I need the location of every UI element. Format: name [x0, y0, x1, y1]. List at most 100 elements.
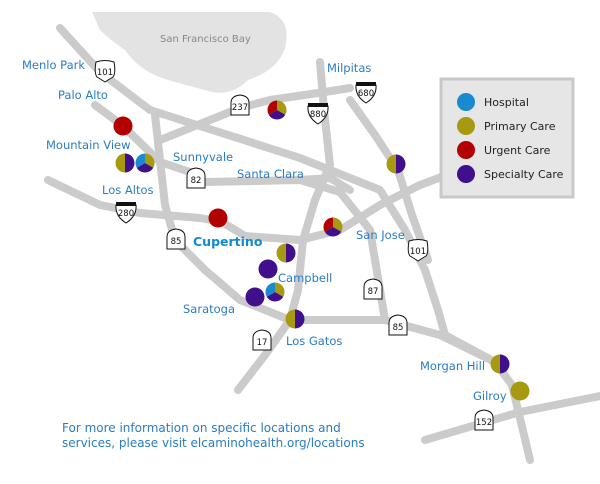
specialty-marker — [258, 259, 278, 279]
road-152 — [421, 392, 600, 444]
primary-slice — [333, 217, 343, 232]
footer-line-1: For more information on specific locatio… — [62, 421, 341, 435]
primary-slice — [275, 282, 285, 297]
primary-marker — [510, 381, 530, 401]
city-los-gatos: Los Gatos — [286, 334, 342, 348]
city-saratoga: Saratoga — [183, 302, 235, 316]
legend-item-urgent: Urgent Care — [457, 141, 551, 159]
highway-shield-82: 82 — [186, 167, 206, 189]
legend-label: Primary Care — [484, 120, 556, 133]
specialty-slice — [125, 153, 135, 173]
location-pin-saratoga[interactable] — [245, 287, 265, 307]
specialty-marker — [245, 287, 265, 307]
location-pin-cupertino[interactable] — [208, 208, 228, 228]
highway-number: 237 — [232, 103, 248, 113]
road-san-tomas — [296, 174, 354, 194]
primary-slice — [115, 153, 125, 173]
location-pins — [113, 100, 530, 401]
highway-number: 85 — [393, 323, 404, 333]
hospital-swatch — [457, 93, 475, 111]
legend-item-specialty: Specialty Care — [457, 165, 564, 183]
primary-slice — [386, 154, 396, 174]
highway-number: 680 — [358, 89, 374, 99]
location-pin-highway-237[interactable] — [267, 100, 287, 120]
primary-slice — [285, 309, 295, 329]
urgent-marker — [208, 208, 228, 228]
city-labels: Menlo Park Palo Alto Mountain View Los A… — [22, 58, 507, 403]
location-pin-campbell[interactable] — [276, 243, 296, 263]
highway-shield-17: 17 — [252, 329, 272, 351]
hospital-slice — [265, 282, 275, 297]
footer-line-2: services, please visit elcaminohealth.or… — [62, 436, 365, 450]
location-pin-los-gatos[interactable] — [285, 309, 305, 329]
location-pin-mountain-view[interactable] — [115, 153, 135, 173]
highway-number: 87 — [368, 287, 379, 297]
san-francisco-bay — [92, 12, 287, 93]
highway-number: 152 — [476, 418, 492, 428]
highway-shield-87: 87 — [363, 278, 383, 300]
city-san-jose: San Jose — [356, 228, 405, 242]
city-santa-clara: Santa Clara — [237, 167, 304, 181]
highway-number: 17 — [257, 338, 268, 348]
highway-shield-237: 237 — [230, 94, 250, 116]
city-milpitas: Milpitas — [327, 61, 371, 75]
highway-shield-85: 85 — [166, 228, 186, 250]
highway-number: 85 — [171, 237, 182, 247]
highway-number: 101 — [410, 247, 426, 257]
primary-slice — [277, 100, 287, 115]
road-237 — [156, 84, 354, 144]
highway-number: 82 — [191, 176, 202, 186]
road-85 — [151, 111, 499, 366]
legend-item-hospital: Hospital — [457, 93, 529, 111]
legend-item-primary: Primary Care — [457, 117, 556, 135]
legend-label: Urgent Care — [484, 144, 551, 157]
location-pin-campbell[interactable] — [265, 282, 285, 302]
highway-shields: 101 237 880 680 82 280 85 87 101 85 17 152 — [94, 60, 494, 431]
location-pin-san-jose[interactable] — [323, 217, 343, 237]
highway-number: 101 — [97, 68, 113, 78]
urgent-swatch — [457, 141, 475, 159]
primary-slice — [490, 354, 500, 374]
primary-slice — [276, 243, 286, 263]
highway-shield-101: 101 — [94, 60, 116, 83]
city-mountain-view: Mountain View — [46, 138, 131, 152]
highway-shield-85: 85 — [388, 314, 408, 336]
location-pin-morgan-hill[interactable] — [490, 354, 510, 374]
highway-number: 880 — [310, 110, 326, 120]
highway-shield-101: 101 — [407, 239, 429, 262]
city-los-altos: Los Altos — [102, 183, 154, 197]
legend-label: Hospital — [484, 96, 529, 109]
city-gilroy: Gilroy — [473, 389, 507, 403]
location-pin-milpitas[interactable] — [386, 154, 406, 174]
specialty-swatch — [457, 165, 475, 183]
location-pin-palo-alto[interactable] — [113, 116, 133, 136]
city-morgan-hill: Morgan Hill — [420, 359, 485, 373]
specialty-slice — [500, 354, 510, 374]
hospital-slice — [135, 153, 145, 168]
highway-number: 280 — [118, 209, 134, 219]
location-pin-campbell[interactable] — [258, 259, 278, 279]
city-campbell: Campbell — [278, 271, 332, 285]
city-cupertino: Cupertino — [193, 234, 263, 249]
primary-swatch — [457, 117, 475, 135]
highway-shield-680: 680 — [355, 82, 377, 104]
urgent-marker — [113, 116, 133, 136]
specialty-slice — [295, 309, 305, 329]
highway-shield-880: 880 — [307, 103, 329, 125]
highway-shield-152: 152 — [474, 409, 494, 431]
legend-label: Specialty Care — [484, 168, 564, 181]
specialty-slice — [286, 243, 296, 263]
city-palo-alto: Palo Alto — [58, 88, 108, 102]
city-sunnyvale: Sunnyvale — [173, 150, 233, 164]
specialty-slice — [396, 154, 406, 174]
location-pin-mountain-view[interactable] — [135, 153, 155, 173]
highway-shield-280: 280 — [115, 202, 137, 224]
location-pin-gilroy[interactable] — [510, 381, 530, 401]
city-menlo-park: Menlo Park — [22, 58, 85, 72]
urgent-slice — [323, 217, 333, 232]
primary-slice — [145, 153, 155, 168]
urgent-slice — [267, 100, 277, 115]
